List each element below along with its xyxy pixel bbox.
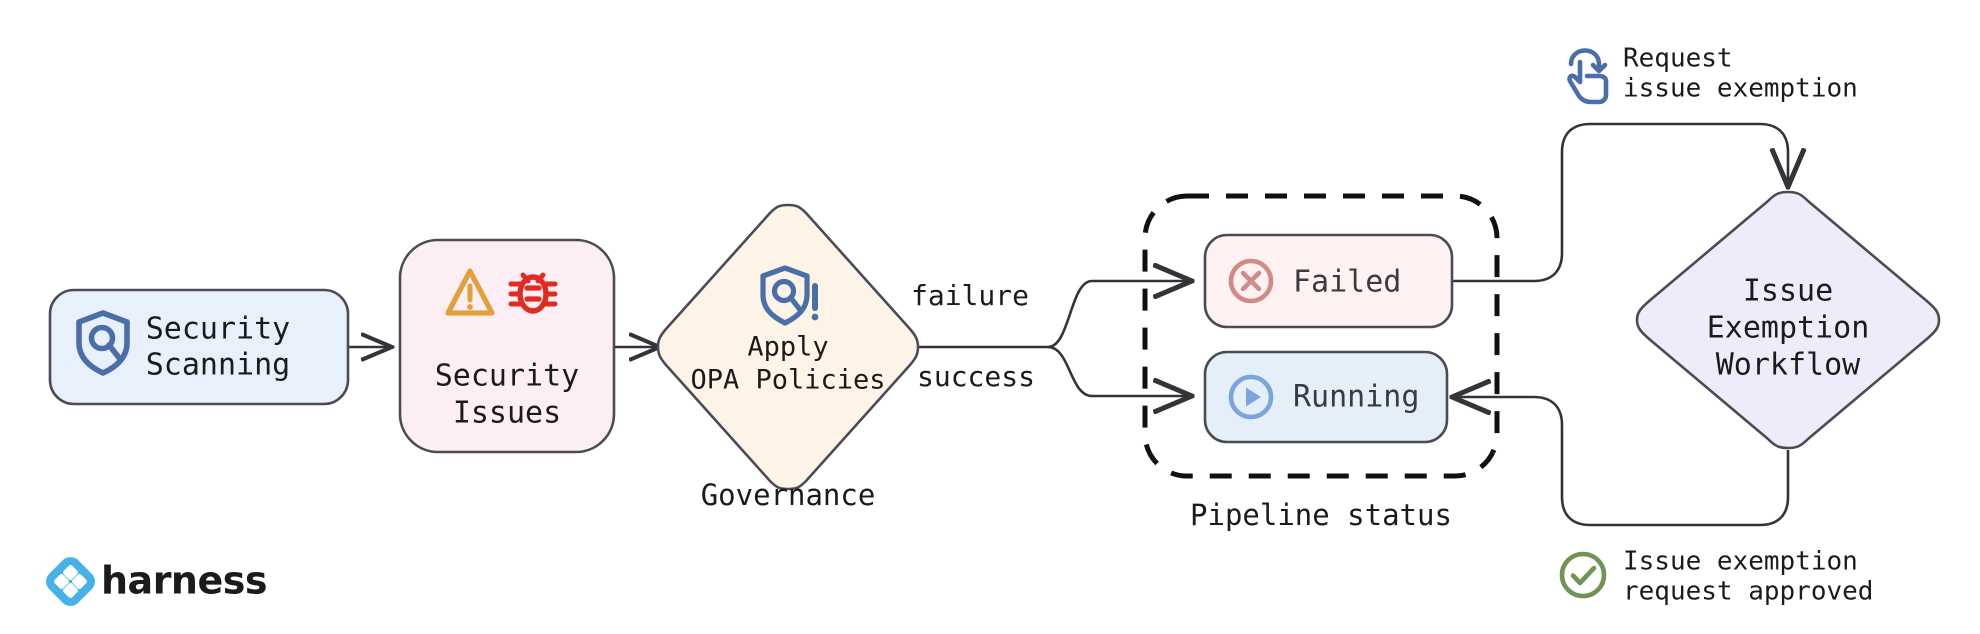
request-approved-line1: Issue exemption	[1623, 547, 1858, 577]
security-issues-box[interactable]	[398, 238, 616, 454]
play-circle-icon	[1228, 374, 1274, 420]
hand-click-icon	[1567, 48, 1609, 105]
failed-label: Failed	[1293, 265, 1401, 300]
edge-failure-to-failed	[1047, 281, 1192, 349]
node-failed[interactable]: Failed	[1203, 233, 1454, 329]
annotation-request-approved: Issue exemption request approved	[1559, 547, 1873, 607]
apply-opa-policies-label-line1: Apply	[747, 332, 828, 363]
request-approved-line2: request approved	[1623, 577, 1873, 607]
request-exemption-line2: issue exemption	[1623, 74, 1858, 104]
x-circle-icon	[1228, 258, 1274, 304]
edge-success-to-running	[1047, 345, 1192, 396]
edge-label-failure: failure	[911, 279, 1029, 312]
node-issue-exemption-workflow[interactable]: Issue Exemption Workflow	[1635, 190, 1941, 450]
edge-label-success: success	[917, 360, 1035, 393]
edge-failed-to-exemption-workflow	[1452, 122, 1788, 283]
node-running[interactable]: Running	[1203, 350, 1449, 444]
apply-opa-policies-diamond[interactable]	[656, 203, 920, 491]
running-label: Running	[1293, 380, 1419, 415]
issue-exemption-workflow-diamond[interactable]	[1635, 190, 1941, 450]
bug-icon	[508, 272, 558, 314]
shield-search-icon	[76, 310, 130, 376]
apply-opa-policies-label-line2: OPA Policies	[690, 365, 885, 396]
request-exemption-line1: Request	[1623, 44, 1733, 74]
failed-box[interactable]	[1203, 233, 1454, 329]
group-pipeline-status: Pipeline status	[1142, 193, 1500, 532]
edge-exemption-workflow-to-running	[1452, 397, 1790, 527]
issue-exemption-workflow-line3: Workflow	[1716, 348, 1861, 383]
security-scanning-label-line1: Security	[146, 312, 291, 347]
shield-search-alert-icon	[760, 265, 819, 326]
issue-exemption-workflow-line2: Exemption	[1707, 311, 1870, 346]
pipeline-status-label: Pipeline status	[1190, 498, 1452, 532]
security-issues-label-line1: Security	[435, 359, 580, 394]
running-box[interactable]	[1203, 350, 1449, 444]
governance-caption: Governance	[701, 478, 876, 512]
check-circle-icon	[1559, 551, 1607, 599]
harness-wordmark: harness	[101, 559, 267, 603]
security-scanning-label-line2: Scanning	[146, 348, 291, 383]
pipeline-status-boundary	[1142, 193, 1500, 479]
harness-logo-icon	[46, 557, 95, 606]
node-security-scanning[interactable]: Security Scanning	[48, 288, 350, 406]
annotation-request-issue-exemption: Request issue exemption	[1567, 44, 1858, 105]
node-apply-opa-policies[interactable]: Apply OPA Policies Governance	[656, 203, 920, 512]
issue-exemption-workflow-line1: Issue	[1743, 274, 1833, 309]
node-security-issues[interactable]: Security Issues	[398, 238, 616, 454]
harness-branding: harness	[46, 557, 268, 606]
warning-triangle-icon	[445, 268, 495, 316]
security-issues-label-line2: Issues	[453, 396, 561, 431]
